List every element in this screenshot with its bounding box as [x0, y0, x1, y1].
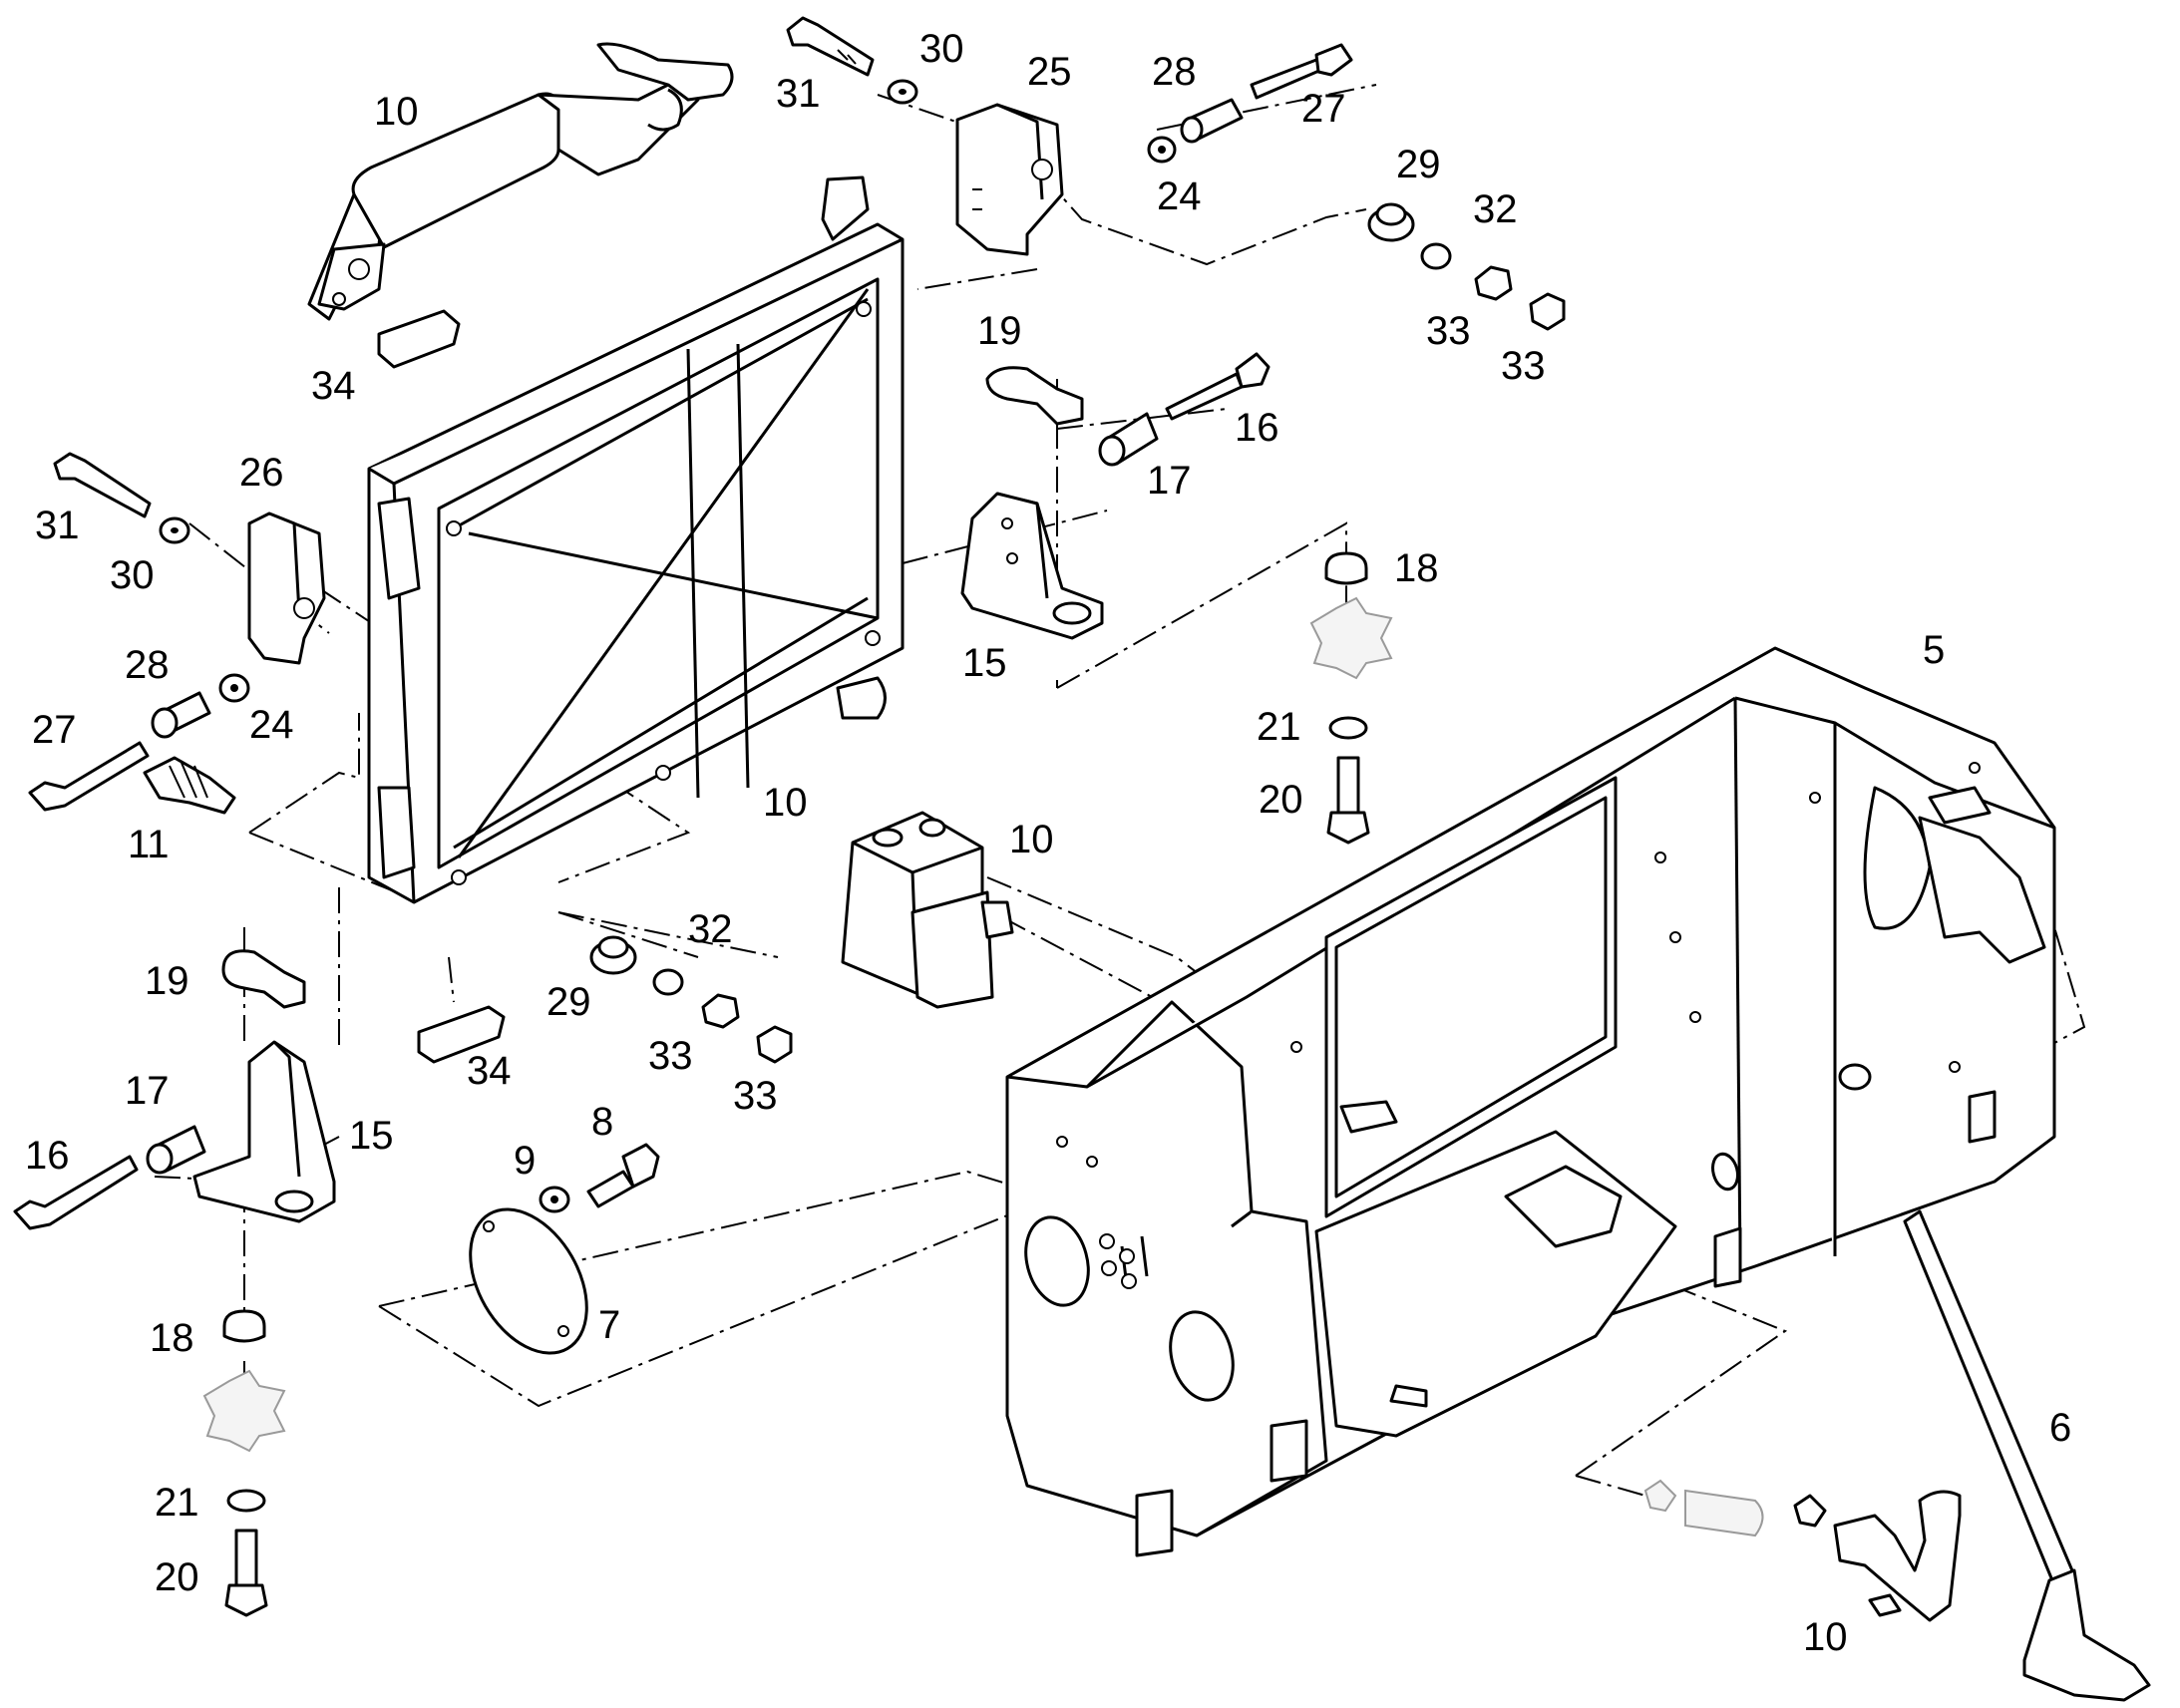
spacer-17-left[interactable]: [146, 1125, 206, 1175]
rubber-strip-34-bottom[interactable]: [417, 1005, 506, 1064]
callout-21-left: 21: [155, 1481, 199, 1525]
rubber-mount-18-left[interactable]: [222, 1309, 266, 1343]
callout-20-right: 20: [1259, 778, 1303, 822]
washer-24-left[interactable]: [218, 673, 250, 703]
callout-33-bottom-a: 33: [648, 1034, 693, 1078]
cover-plate-7[interactable]: [447, 1189, 611, 1373]
callout-10-radiator: 10: [763, 781, 808, 825]
callout-29-top: 29: [1396, 143, 1441, 186]
callout-28-top: 28: [1152, 50, 1197, 94]
bolt-31-left[interactable]: [53, 452, 152, 518]
callout-17-left: 17: [125, 1069, 170, 1113]
callout-32-top: 32: [1473, 187, 1518, 231]
plate-19-right[interactable]: [985, 366, 1084, 426]
callout-21-right: 21: [1257, 705, 1301, 749]
callout-15-left: 15: [349, 1114, 394, 1158]
bolt-31-top[interactable]: [786, 16, 875, 77]
spacer-17-right[interactable]: [1098, 412, 1159, 467]
bushing-29-top[interactable]: [1367, 202, 1415, 242]
callout-33-top-b: 33: [1501, 344, 1546, 388]
bolt-16-left[interactable]: [13, 1155, 139, 1230]
callout-34-top: 34: [311, 364, 356, 408]
callout-17-right: 17: [1147, 459, 1192, 503]
hose-clamp-right[interactable]: [1793, 1494, 1827, 1528]
sensor-11[interactable]: [143, 756, 236, 815]
callout-15-right: 15: [962, 641, 1007, 685]
callout-10-hose: 10: [1803, 1615, 1848, 1659]
bracket-25[interactable]: [955, 103, 1064, 256]
hose-clamp-left[interactable]: [1643, 1479, 1677, 1513]
washer-30-left[interactable]: [159, 516, 190, 544]
nut-33-top-b[interactable]: [1529, 292, 1566, 331]
spacer-28-top[interactable]: [1180, 98, 1244, 144]
callout-18-left: 18: [150, 1316, 194, 1360]
hose[interactable]: [1684, 1489, 1764, 1537]
callout-32-bottom: 32: [688, 907, 733, 951]
callout-6: 6: [2049, 1406, 2071, 1450]
washer-21-right[interactable]: [1328, 716, 1368, 740]
expansion-tank[interactable]: [841, 811, 1014, 1009]
radiator-frame[interactable]: [367, 175, 905, 904]
rubber-strip-34-top[interactable]: [377, 309, 461, 369]
callout-31-top: 31: [776, 72, 821, 116]
callout-27-top: 27: [1301, 87, 1346, 131]
callout-16-right: 16: [1235, 406, 1279, 450]
plate-19-left[interactable]: [221, 949, 306, 1009]
rubber-mount-18-right[interactable]: [1324, 551, 1368, 585]
nut-33-bottom-b[interactable]: [756, 1025, 793, 1064]
heat-exchanger-top[interactable]: [307, 42, 734, 321]
mount-15-left[interactable]: [192, 1040, 336, 1223]
nut-33-top-a[interactable]: [1474, 265, 1513, 301]
bolt-27-left[interactable]: [28, 741, 150, 812]
callout-34-bottom: 34: [467, 1049, 512, 1093]
bolt-20-right[interactable]: [1326, 756, 1370, 845]
elbow-pipe[interactable]: [1833, 1490, 1962, 1622]
callout-24-left: 24: [249, 703, 294, 747]
callout-25: 25: [1027, 50, 1072, 94]
main-frame[interactable]: [1005, 646, 2056, 1557]
callout-29-bottom: 29: [546, 980, 591, 1024]
callout-24-top: 24: [1157, 174, 1202, 218]
nut-33-bottom-a[interactable]: [701, 993, 740, 1029]
callout-16-left: 16: [25, 1134, 70, 1178]
callout-19-left: 19: [145, 959, 189, 1003]
washer-30-top[interactable]: [887, 79, 918, 105]
bolt-16-right[interactable]: [1165, 352, 1271, 421]
callout-19-right: 19: [977, 309, 1022, 353]
callout-33-top-a: 33: [1426, 309, 1471, 353]
washer-32-top[interactable]: [1420, 242, 1452, 270]
callout-27-left: 27: [32, 708, 77, 752]
callout-11: 11: [128, 823, 170, 866]
star-isolator-right: [1309, 596, 1393, 680]
star-isolator-left: [202, 1369, 286, 1453]
spacer-28-left[interactable]: [151, 691, 211, 739]
callout-26: 26: [239, 451, 284, 495]
callout-10-heat-exchanger: 10: [374, 90, 419, 134]
washer-21-left[interactable]: [226, 1489, 266, 1513]
bolt-20-left[interactable]: [224, 1529, 268, 1617]
callout-7: 7: [598, 1303, 620, 1347]
callout-18-right: 18: [1394, 546, 1439, 590]
callout-9: 9: [514, 1139, 536, 1183]
mount-15-right[interactable]: [960, 492, 1104, 640]
callout-10-tank: 10: [1009, 818, 1054, 861]
bushing-29-bottom[interactable]: [589, 935, 637, 975]
callout-5: 5: [1923, 628, 1945, 672]
callout-labels: 10 34 31 30 25 28 27 24 29 32 33 33 19 1…: [25, 27, 2071, 1659]
washer-24-top[interactable]: [1147, 136, 1177, 164]
bracket-26[interactable]: [247, 512, 326, 665]
callout-30-left: 30: [110, 553, 155, 597]
washer-32-bottom[interactable]: [652, 968, 684, 996]
bolt-8[interactable]: [586, 1143, 660, 1208]
callout-30-top: 30: [919, 27, 964, 71]
exhaust-stack-6[interactable]: [1903, 1209, 2151, 1702]
washer-9[interactable]: [539, 1186, 570, 1213]
callout-33-bottom-b: 33: [733, 1074, 778, 1118]
callout-31-left: 31: [35, 504, 80, 547]
bolt-27-top[interactable]: [1250, 43, 1353, 100]
callout-28-left: 28: [125, 643, 170, 687]
callout-8: 8: [591, 1100, 613, 1144]
callout-20-left: 20: [155, 1555, 199, 1599]
